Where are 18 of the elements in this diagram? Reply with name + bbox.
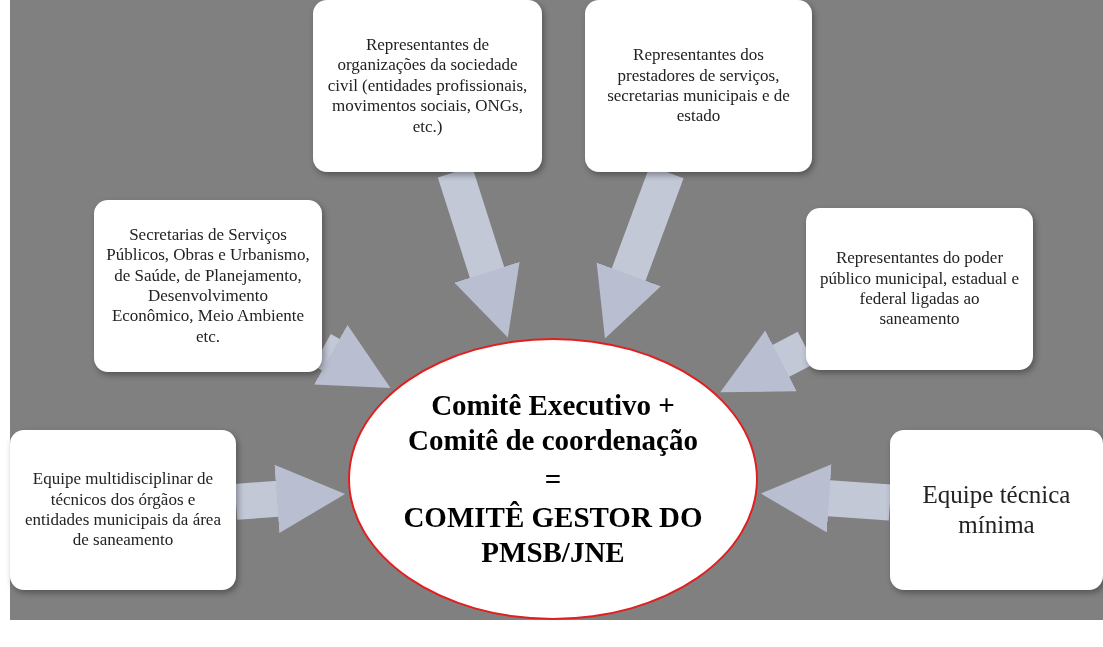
text-box [890,430,1103,590]
block-arrow [313,324,391,389]
block-arrow [760,464,892,533]
ellipse-text: = [544,461,562,497]
text-box [806,208,1033,370]
block-arrow [234,464,346,533]
box-text: Representantes do poder público municipal, estadual e federal ligadas ao saneamento [818,248,1021,330]
text-box [313,0,542,172]
box-text: Representantes dos prestadores de serviços, secretarias municipais e de estado [606,45,791,127]
ellipse-text: Comitê Executivo + Comitê de coordenação [407,388,699,458]
box-text: Secretarias de Serviços Públicos, Obras e Urbanismo, de Saúde, de Planejamento, Desenvolvimento Econômico, Meio Ambiente etc. [106,224,310,348]
box-text: Equipe multidisciplinar de técnicos dos órgãos e entidades municipais da área de saneamento [24,469,222,551]
box-text: Representantes de organizações da sociedade civil (entidades profissionais, movimentos sociais, ONGs, etc.) [326,35,529,137]
text-box [10,430,236,590]
ellipse-text: COMITÊ GESTOR DO PMSB/JNE [402,500,704,570]
text-box [94,200,322,372]
box-text: Equipe técnica mínima [921,480,1072,540]
text-box [585,0,812,172]
